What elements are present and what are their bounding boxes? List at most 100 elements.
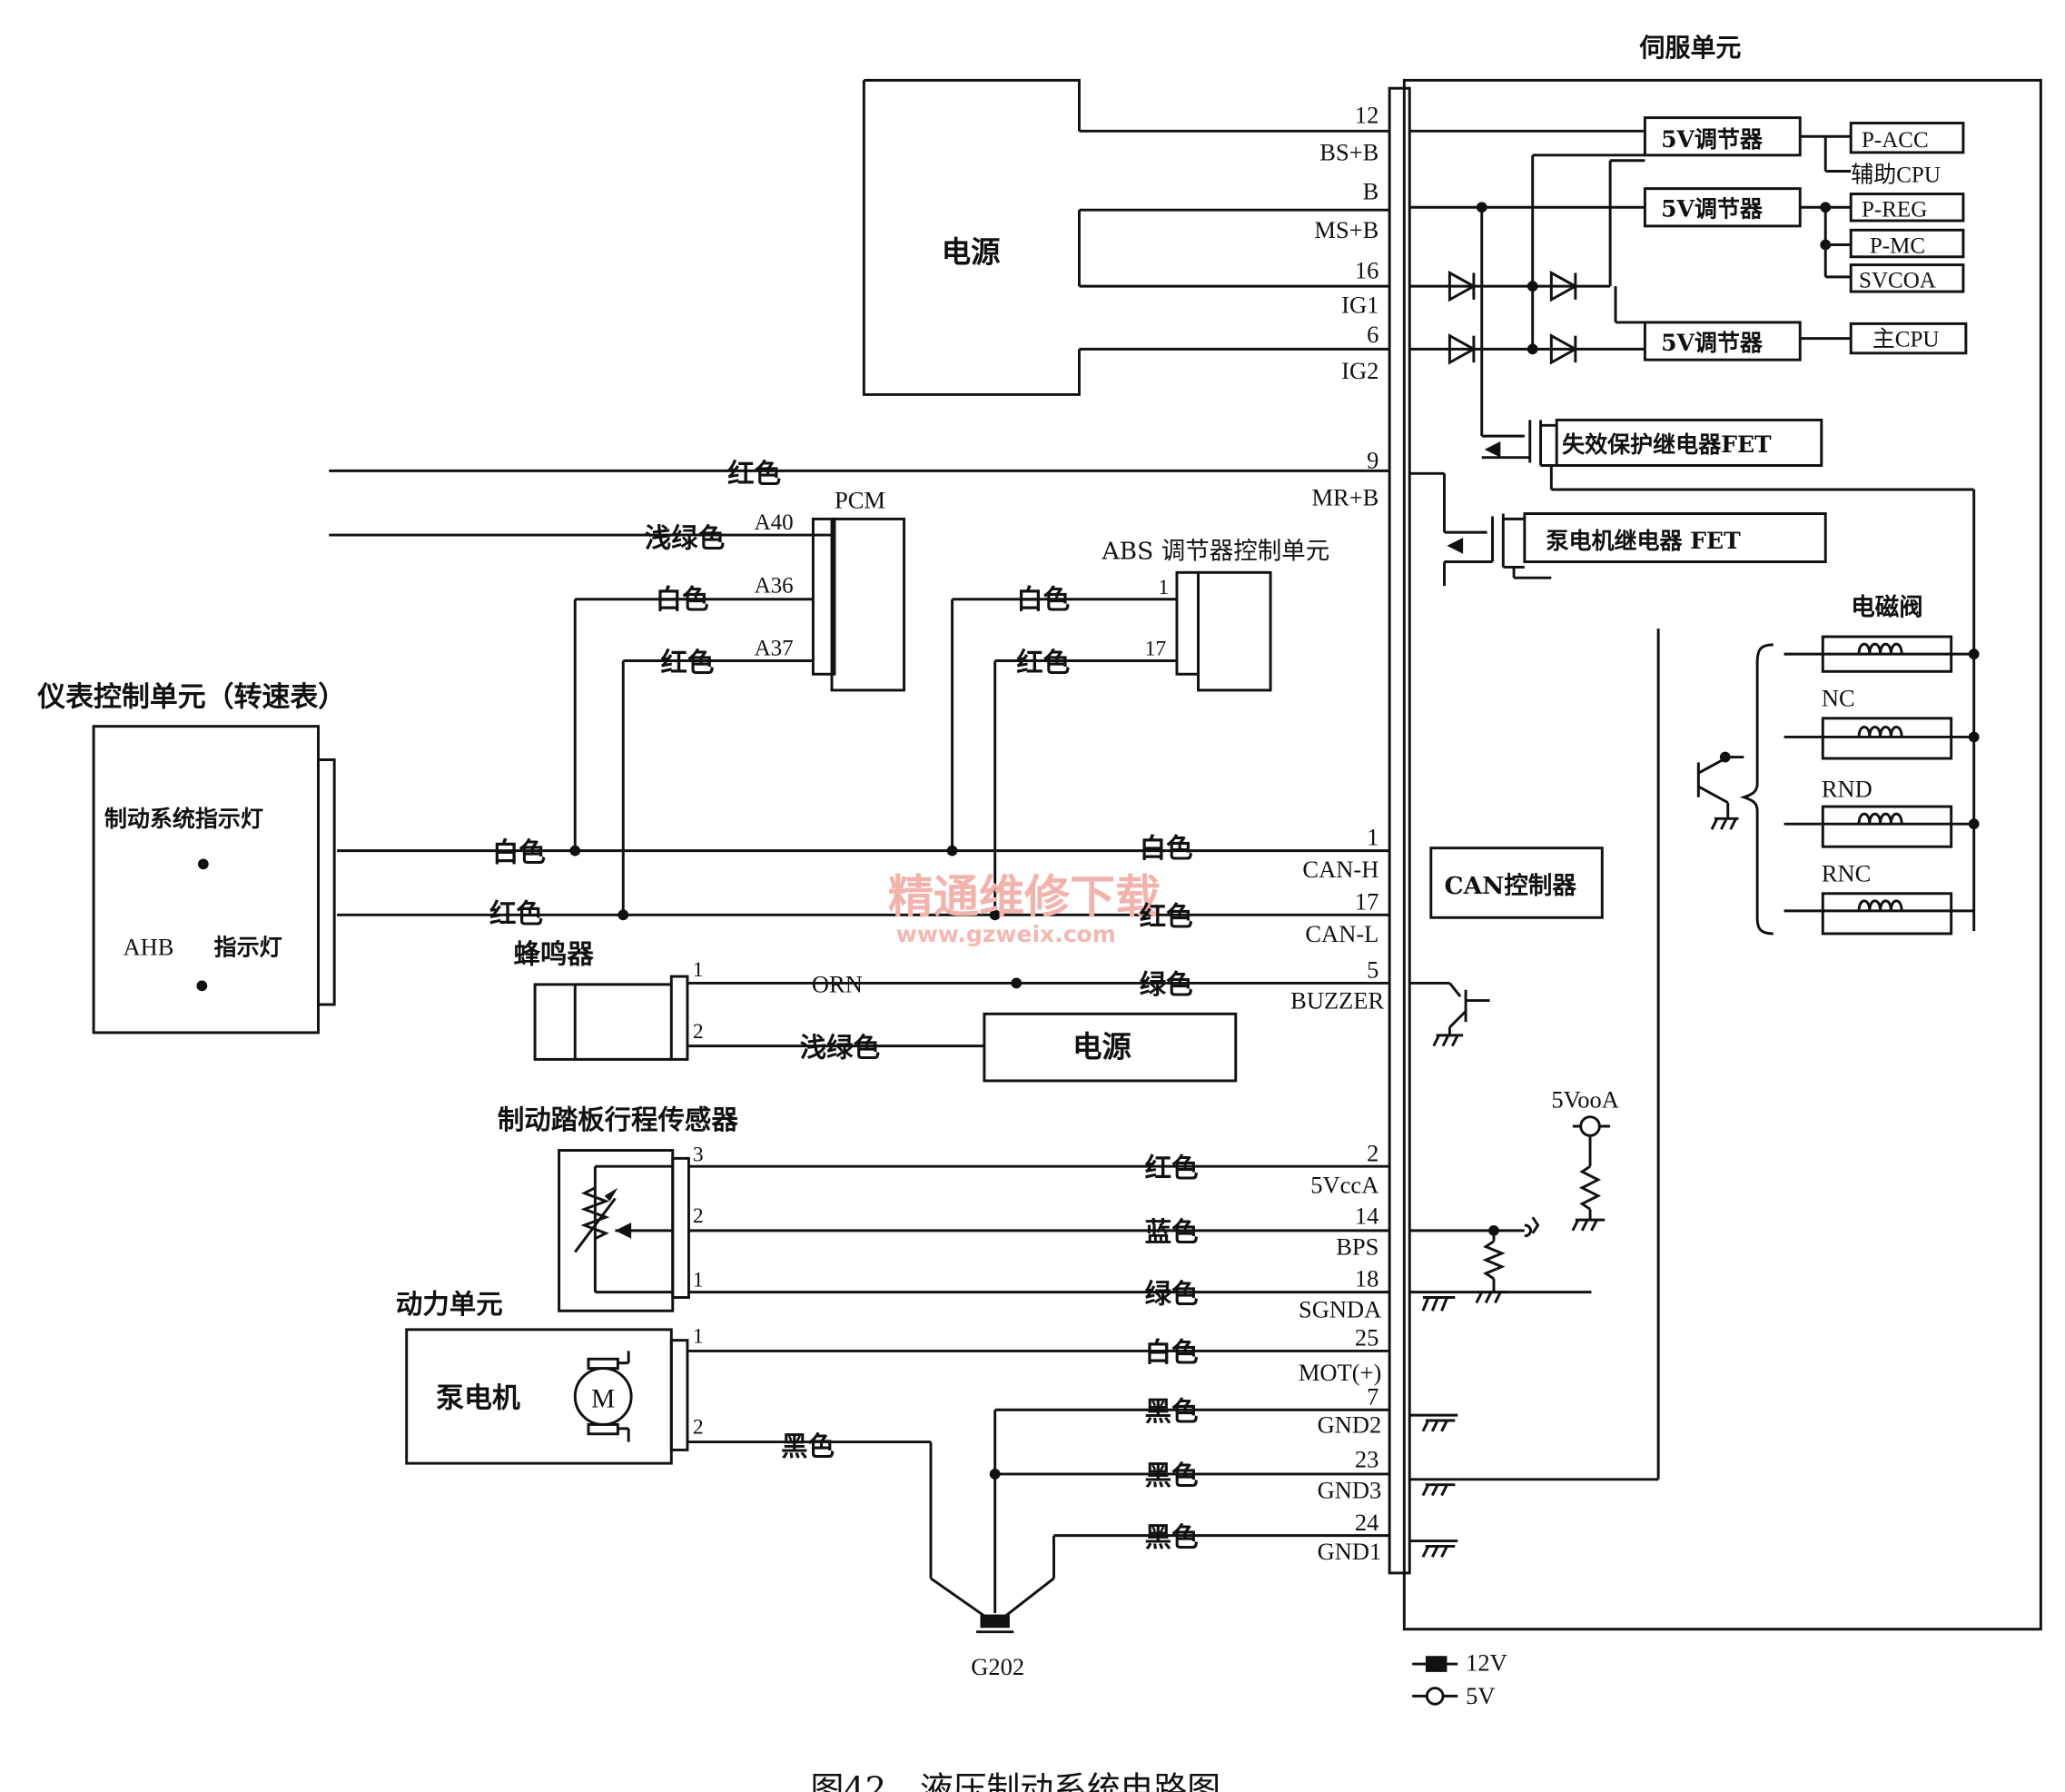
watermark-cn: 精通维修下载 — [888, 870, 1161, 923]
buzzer-power-box — [983, 1012, 1238, 1083]
buzzer-connector — [669, 975, 689, 1061]
pin-6: 6 — [1367, 321, 1378, 348]
pin-25: 25 — [1355, 1324, 1379, 1351]
can-controller-label: CAN控制器 — [1445, 872, 1577, 900]
ground-label: G202 — [971, 1653, 1024, 1680]
solenoid-rnc-label: RNC — [1822, 860, 1872, 887]
diode-ig2-b — [1549, 333, 1578, 365]
ahb-lamp-label: 指示灯 — [214, 934, 282, 961]
terminal-sgnda: SGNDA — [1299, 1296, 1381, 1323]
abs-title: ABS 调节器控制单元 — [1102, 538, 1330, 566]
pump-relay-box — [1523, 512, 1827, 564]
can-controller-box — [1429, 846, 1604, 919]
pin-24: 24 — [1355, 1509, 1379, 1536]
cluster-title: 仪表控制单元（转速表） — [36, 681, 346, 714]
pin-14: 14 — [1355, 1203, 1379, 1230]
ground-g202-symbol — [980, 1614, 1010, 1629]
servo-unit-box — [1402, 78, 2042, 1631]
terminal-ms-b: MS+B — [1314, 216, 1378, 243]
pin-12: 12 — [1355, 101, 1379, 128]
motor-m-label: M — [591, 1384, 615, 1413]
legend-5v: 5V — [1466, 1682, 1495, 1709]
pin-18: 18 — [1355, 1265, 1379, 1292]
wire-buzzer-pwr-color: 浅绿色 — [800, 1031, 880, 1063]
terminal-gnd1: GND1 — [1318, 1538, 1382, 1565]
servo-grounds — [1409, 1296, 1458, 1558]
figure-caption: 图42 液压制动系统电路图 — [810, 1769, 1220, 1792]
terminal-bps: BPS — [1336, 1233, 1378, 1260]
sensor-pin-3: 3 — [693, 1143, 704, 1166]
wire-gnd3-color: 黑色 — [1145, 1460, 1199, 1491]
fail-relay-label: 失效保护继电器FET — [1562, 431, 1772, 458]
wire-motor1-color: 白色 — [1145, 1336, 1199, 1368]
terminal-buzzer: BUZZER — [1290, 986, 1384, 1014]
vref-label: 5VooA — [1551, 1085, 1619, 1113]
servo-unit-title: 伺服单元 — [1639, 33, 1742, 63]
pin-2: 2 — [1367, 1139, 1378, 1166]
solenoid-nc-label: NC — [1822, 685, 1855, 712]
watermark-url: www.gzweix.com — [896, 921, 1116, 947]
fail-relay-box — [1555, 418, 1823, 467]
output-p-reg-label: P-REG — [1862, 198, 1927, 223]
solenoid-rnc — [1821, 892, 1953, 936]
pin-17: 17 — [1355, 887, 1379, 915]
brake-lamp-label: 制动系统指示灯 — [104, 805, 263, 832]
sensor-potentiometer — [580, 1186, 610, 1241]
solenoid-rnd — [1821, 805, 1953, 848]
legend-12v: 12V — [1466, 1648, 1507, 1676]
sensor-connector — [671, 1156, 690, 1299]
pcm-box — [830, 517, 906, 692]
wire-sensor3-color: 红色 — [1145, 1152, 1199, 1183]
power-unit-pin-2: 2 — [693, 1416, 704, 1440]
terminal-mr-b: MR+B — [1311, 484, 1378, 511]
wire-cluster-h-color: 白色 — [492, 836, 546, 867]
terminal-mot: MOT(+) — [1299, 1359, 1381, 1386]
pin-9: 9 — [1367, 446, 1378, 473]
cluster-connector — [317, 758, 336, 1006]
buzzer-power-label: 电源 — [1072, 1029, 1131, 1064]
abs-pin-1: 1 — [1158, 576, 1169, 599]
pump-relay-label: 泵电机继电器 FET — [1546, 527, 1741, 554]
diode-ig1-b — [1549, 270, 1578, 302]
wire-mr-b-color: 红色 — [727, 458, 781, 490]
wire-can-h-color: 白色 — [1140, 832, 1193, 864]
abs-box — [1197, 570, 1272, 692]
output-p-mc — [1849, 228, 1965, 259]
regulator-3 — [1643, 321, 1802, 361]
power-unit-title: 动力单元 — [396, 1288, 503, 1320]
pcm-title: PCM — [835, 487, 885, 514]
brake-lamp-indicator — [197, 858, 209, 870]
solenoid-rnd-label: RND — [1822, 776, 1872, 803]
wire-buzzer-sig-color: 绿色 — [1140, 968, 1193, 1000]
terminal-ig1: IG1 — [1341, 292, 1378, 319]
terminal-b: B — [1363, 177, 1379, 204]
output-svcoa-label: SVCOA — [1859, 269, 1936, 293]
wire-a40-color: 浅绿色 — [645, 521, 725, 553]
pin-5: 5 — [1367, 956, 1378, 984]
solenoid-title: 电磁阀 — [1851, 593, 1923, 621]
terminal-5vcca: 5VccA — [1310, 1172, 1378, 1199]
terminal-can-l: CAN-L — [1305, 920, 1378, 947]
regulator-3-label: 5V调节器 — [1661, 329, 1764, 356]
solenoid-driver-transistor — [1696, 756, 1744, 830]
output-svcoa — [1849, 263, 1965, 293]
legend-5v-symbol — [1425, 1687, 1445, 1706]
output-p-acc-label: P-ACC — [1862, 128, 1929, 153]
output-main-cpu-label: 主CPU — [1872, 326, 1940, 351]
wire-motor2-color: 黑色 — [781, 1430, 835, 1461]
diode-ig1-a — [1447, 270, 1477, 302]
sensor-title: 制动踏板行程传感器 — [498, 1104, 739, 1135]
wire-sensor1-color: 绿色 — [1145, 1277, 1199, 1309]
wire-orn-label: ORN — [812, 971, 863, 998]
ahb-label: AHB — [123, 934, 173, 961]
output-main-cpu — [1849, 322, 1968, 355]
sensor-pin-2: 2 — [693, 1204, 704, 1228]
wire-abs1-color: 白色 — [1016, 583, 1070, 615]
diode-ig2-a — [1447, 333, 1477, 365]
servo-connector-strip — [1388, 86, 1411, 1575]
pcm-connector — [811, 517, 836, 676]
pin-1: 1 — [1367, 824, 1378, 851]
terminal-gnd2: GND2 — [1318, 1411, 1382, 1438]
legend-12v-symbol — [1425, 1656, 1447, 1672]
abs-connector — [1175, 570, 1200, 676]
